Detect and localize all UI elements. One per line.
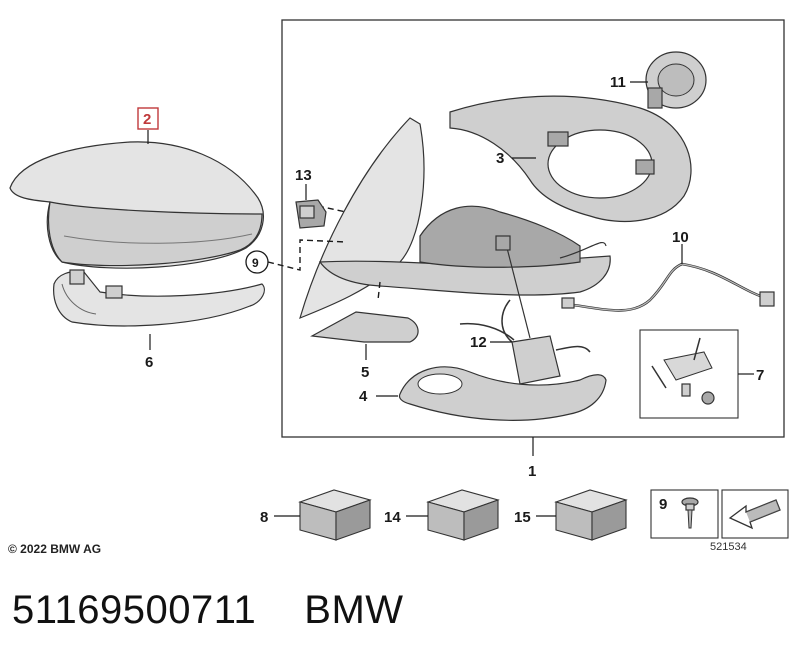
part-2-mirror-cap[interactable]: [9, 141, 264, 269]
callout-5[interactable]: 5: [361, 364, 369, 381]
part-9-screw[interactable]: [681, 497, 699, 529]
callout-14[interactable]: 14: [384, 509, 401, 526]
callout-6[interactable]: 6: [145, 354, 153, 371]
copyright-text: © 2022 BMW AG: [8, 542, 102, 556]
callout-2-box: [137, 107, 159, 130]
part-12-control-module[interactable]: [459, 235, 591, 385]
part-8-box[interactable]: [298, 489, 372, 541]
part-13-connector[interactable]: [295, 199, 327, 229]
part-number: 51169500711: [12, 588, 257, 632]
brand-name: BMW: [304, 588, 404, 632]
part-caption: 51169500711 BMW: [12, 588, 404, 633]
callout-8[interactable]: 8: [260, 509, 268, 526]
part-7-fasteners[interactable]: [651, 337, 715, 405]
part-6-turn-signal[interactable]: [53, 269, 265, 327]
callout-7[interactable]: 7: [756, 367, 764, 384]
callout-10[interactable]: 10: [672, 229, 689, 246]
part-5-cover[interactable]: [310, 311, 419, 343]
callout-13[interactable]: 13: [295, 167, 312, 184]
callout-12[interactable]: 12: [470, 334, 487, 351]
callout-3[interactable]: 3: [496, 150, 504, 167]
part-4-lower-trim[interactable]: [398, 366, 607, 421]
callout-11[interactable]: 11: [610, 74, 626, 91]
callout-4[interactable]: 4: [359, 388, 368, 405]
part-15-box[interactable]: [554, 489, 628, 541]
callout-1[interactable]: 1: [528, 463, 536, 480]
reference-arrow-icon: [728, 499, 781, 530]
part-3-housing-frame[interactable]: [449, 95, 692, 223]
callout-9-screw[interactable]: 9: [659, 496, 667, 513]
callout-9[interactable]: 9: [252, 256, 259, 270]
part-14-box[interactable]: [426, 489, 500, 541]
callout-15[interactable]: 15: [514, 509, 531, 526]
callout-2[interactable]: 2: [143, 111, 151, 128]
drawing-number: 521534: [710, 541, 747, 553]
part-10-wiring[interactable]: [561, 262, 775, 312]
screw-frame: [650, 489, 719, 539]
callout-9-circle: [245, 250, 269, 274]
part-11-motor[interactable]: [645, 51, 707, 109]
